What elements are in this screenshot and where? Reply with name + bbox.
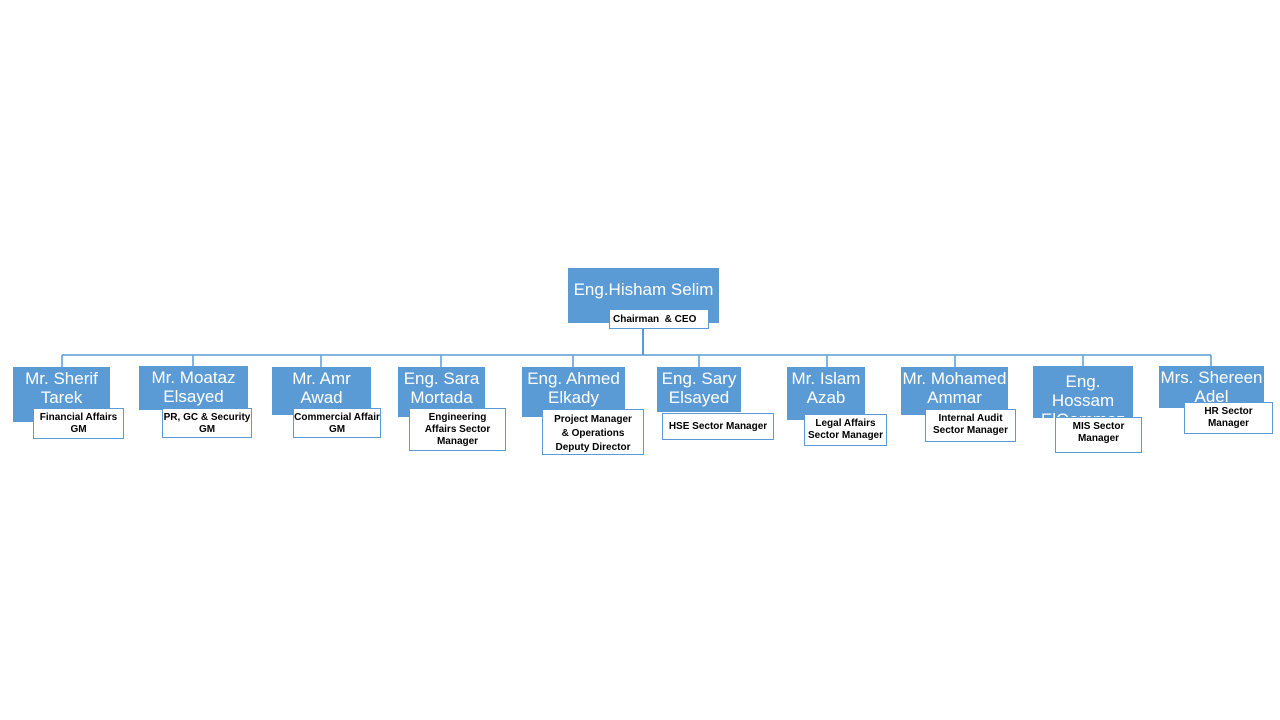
child-name: Eng. Sara Mortada: [403, 369, 480, 407]
child-name: Mrs. Shereen Adel: [1160, 368, 1263, 406]
child-name: Mr. Amr Awad: [292, 369, 351, 407]
root-title: Chairman & CEO: [609, 309, 709, 329]
child-node: Mr. Amr Awad: [272, 367, 371, 415]
child-title: Commercial Affair GM: [293, 408, 381, 438]
child-title: Internal Audit Sector Manager: [925, 409, 1016, 442]
child-title: Financial Affairs GM: [33, 408, 124, 439]
child-name: Mr. Mohamed Ammar: [902, 369, 1007, 407]
child-node: Mrs. Shereen Adel: [1159, 366, 1264, 408]
child-title: Engineering Affairs Sector Manager: [409, 408, 506, 451]
child-title: HR Sector Manager: [1184, 402, 1273, 434]
child-node: Mr. Islam Azab: [787, 367, 865, 420]
child-name: Eng. Ahmed Elkady: [527, 369, 620, 407]
child-node: Eng. Ahmed Elkady: [522, 367, 625, 417]
child-name: Mr. Sherif Tarek: [25, 369, 98, 407]
child-title: Legal Affairs Sector Manager: [804, 414, 887, 446]
child-title: HSE Sector Manager: [662, 413, 774, 440]
child-node: Mr. Moataz Elsayed: [139, 366, 248, 410]
child-name: Mr. Islam Azab: [791, 369, 861, 407]
child-title: MIS Sector Manager: [1055, 417, 1142, 453]
child-node: Eng. Hossam ElQammaz: [1033, 366, 1133, 429]
child-title: Project Manager & Operations Deputy Dire…: [542, 409, 644, 455]
child-name: Eng. Sary Elsayed: [661, 369, 737, 407]
child-node: Mr. Mohamed Ammar: [901, 367, 1008, 415]
root-name: Eng.Hisham Selim: [573, 280, 714, 299]
child-node: Eng. Sary Elsayed: [657, 367, 741, 412]
child-name: Mr. Moataz Elsayed: [151, 368, 236, 406]
child-title: PR, GC & Security GM: [162, 408, 252, 438]
